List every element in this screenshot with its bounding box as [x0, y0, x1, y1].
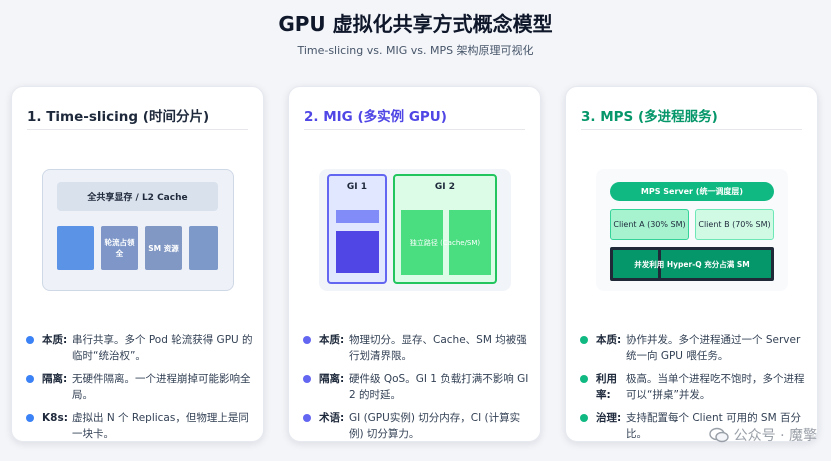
- list-item: 治理: 支持配置每个 Client 可用的 SM 百分比。: [580, 410, 807, 442]
- bullet-text: 串行共享。多个 Pod 轮流获得 GPU 的临时“统治权”。: [72, 334, 253, 362]
- gi2-block: [449, 210, 491, 275]
- gi1-partition: GI 1: [327, 174, 387, 284]
- card-title: 1. Time-slicing (时间分片): [27, 109, 210, 125]
- divider: [27, 129, 248, 130]
- bullet-dot: [303, 414, 311, 422]
- bullet-text: 极高。当单个进程吃不饱时，多个进程可以“拼桌”并发。: [626, 373, 805, 401]
- list-item: 隔离: 硬件级 QoS。GI 1 负载打满不影响 GI 2 的时延。: [303, 371, 530, 403]
- bullet-text: 虚拟出 N 个 Replicas，但物理上是同一块卡。: [72, 412, 249, 440]
- bullet-text: 协作并发。多个进程通过一个 Server 统一向 GPU 喂任务。: [626, 334, 801, 362]
- bullet-key: 治理:: [596, 412, 622, 424]
- bullet-dot: [26, 375, 34, 383]
- divider: [304, 129, 525, 130]
- bullet-text: GI (GPU实例) 切分内存，CI (计算实例) 切分算力。: [349, 412, 521, 440]
- client-a-box: Client A (30% SM): [610, 209, 689, 240]
- bullet-text: 硬件级 QoS。GI 1 负载打满不影响 GI 2 的时延。: [349, 373, 529, 401]
- bullet-key: K8s:: [42, 412, 68, 424]
- chat-bubble-icon: [708, 427, 729, 443]
- bullet-key: 本质:: [596, 334, 622, 346]
- bullet-dot: [580, 414, 588, 422]
- gi2-label: GI 2: [434, 182, 456, 192]
- gi2-block: [401, 210, 443, 275]
- bullet-text: 无硬件隔离。一个进程崩掉可能影响全局。: [72, 373, 251, 401]
- bullet-key: 本质:: [42, 334, 68, 346]
- bullet-list: 本质: 串行共享。多个 Pod 轮流获得 GPU 的临时“统治权”。 隔离: 无…: [26, 332, 253, 449]
- list-item: 术语: GI (GPU实例) 切分内存，CI (计算实例) 切分算力。: [303, 410, 530, 442]
- time-slice-block: SM 资源: [145, 226, 182, 270]
- bullet-dot: [26, 336, 34, 344]
- gi1-label: GI 1: [346, 182, 368, 192]
- bullet-key: 术语:: [319, 412, 345, 424]
- bullet-key: 利用率:: [596, 373, 617, 401]
- time-slicing-diagram: 全共享显存 / L2 Cache 轮流占领全 SM 资源: [42, 169, 234, 291]
- list-item: 本质: 协作并发。多个进程通过一个 Server 统一向 GPU 喂任务。: [580, 332, 807, 364]
- bullet-dot: [303, 336, 311, 344]
- list-item: 隔离: 无硬件隔离。一个进程崩掉可能影响全局。: [26, 371, 253, 403]
- bullet-text: 物理切分。显存、Cache、SM 均被强行划清界限。: [349, 334, 527, 362]
- bullet-dot: [580, 375, 588, 383]
- mps-server-pill: MPS Server (统一调度层): [610, 182, 774, 201]
- divider: [581, 129, 802, 130]
- client-b-box: Client B (70% SM): [695, 209, 774, 240]
- gi1-sm-block: [336, 231, 379, 273]
- gi2-path-label: 独立路径 (Cache/SM): [409, 239, 481, 247]
- page-title: GPU 虚拟化共享方式概念模型: [278, 12, 553, 36]
- hyperq-label: 并发利用 Hyper-Q 充分占满 SM: [634, 259, 750, 269]
- time-slice-block: [57, 226, 94, 270]
- gi2-partition: GI 2 独立路径 (Cache/SM): [393, 174, 497, 284]
- bullet-key: 本质:: [319, 334, 345, 346]
- time-slice-block: [189, 226, 218, 270]
- bullet-text: 支持配置每个 Client 可用的 SM 百分比。: [626, 412, 801, 440]
- hyperq-bar: 并发利用 Hyper-Q 充分占满 SM: [610, 247, 774, 281]
- gi1-cache-block: [336, 210, 379, 223]
- bullet-key: 隔离:: [42, 373, 68, 385]
- list-item: 本质: 物理切分。显存、Cache、SM 均被强行划清界限。: [303, 332, 530, 364]
- mig-card: 2. MIG (多实例 GPU) GI 1 GI 2 独立路径 (Cache/S…: [288, 86, 541, 442]
- bullet-list: 本质: 物理切分。显存、Cache、SM 均被强行划清界限。 隔离: 硬件级 Q…: [303, 332, 530, 449]
- list-item: K8s: 虚拟出 N 个 Replicas，但物理上是同一块卡。: [26, 410, 253, 442]
- bullet-dot: [26, 414, 34, 422]
- time-slice-block: 轮流占领全: [101, 226, 138, 270]
- list-item: 利用率: 极高。当单个进程吃不饱时，多个进程可以“拼桌”并发。: [580, 371, 807, 403]
- mps-card: 3. MPS (多进程服务) MPS Server (统一调度层) Client…: [565, 86, 818, 442]
- page-subtitle: Time-slicing vs. MIG vs. MPS 架构原理可视化: [297, 44, 534, 57]
- mig-diagram: GI 1 GI 2 独立路径 (Cache/SM): [319, 169, 511, 291]
- bullet-list: 本质: 协作并发。多个进程通过一个 Server 统一向 GPU 喂任务。 利用…: [580, 332, 807, 449]
- mps-diagram: MPS Server (统一调度层) Client A (30% SM) Cli…: [596, 169, 788, 291]
- time-slicing-card: 1. Time-slicing (时间分片) 全共享显存 / L2 Cache …: [11, 86, 264, 442]
- watermark-text: 公众号 · 魔擎: [733, 428, 817, 444]
- bullet-key: 隔离:: [319, 373, 345, 385]
- card-title: 2. MIG (多实例 GPU): [304, 109, 447, 125]
- card-title: 3. MPS (多进程服务): [581, 109, 718, 125]
- bullet-dot: [580, 336, 588, 344]
- bar-divider: [658, 250, 661, 278]
- list-item: 本质: 串行共享。多个 Pod 轮流获得 GPU 的临时“统治权”。: [26, 332, 253, 364]
- watermark: 公众号 · 魔擎: [708, 425, 817, 445]
- bullet-dot: [303, 375, 311, 383]
- shared-memory-box: 全共享显存 / L2 Cache: [57, 182, 218, 211]
